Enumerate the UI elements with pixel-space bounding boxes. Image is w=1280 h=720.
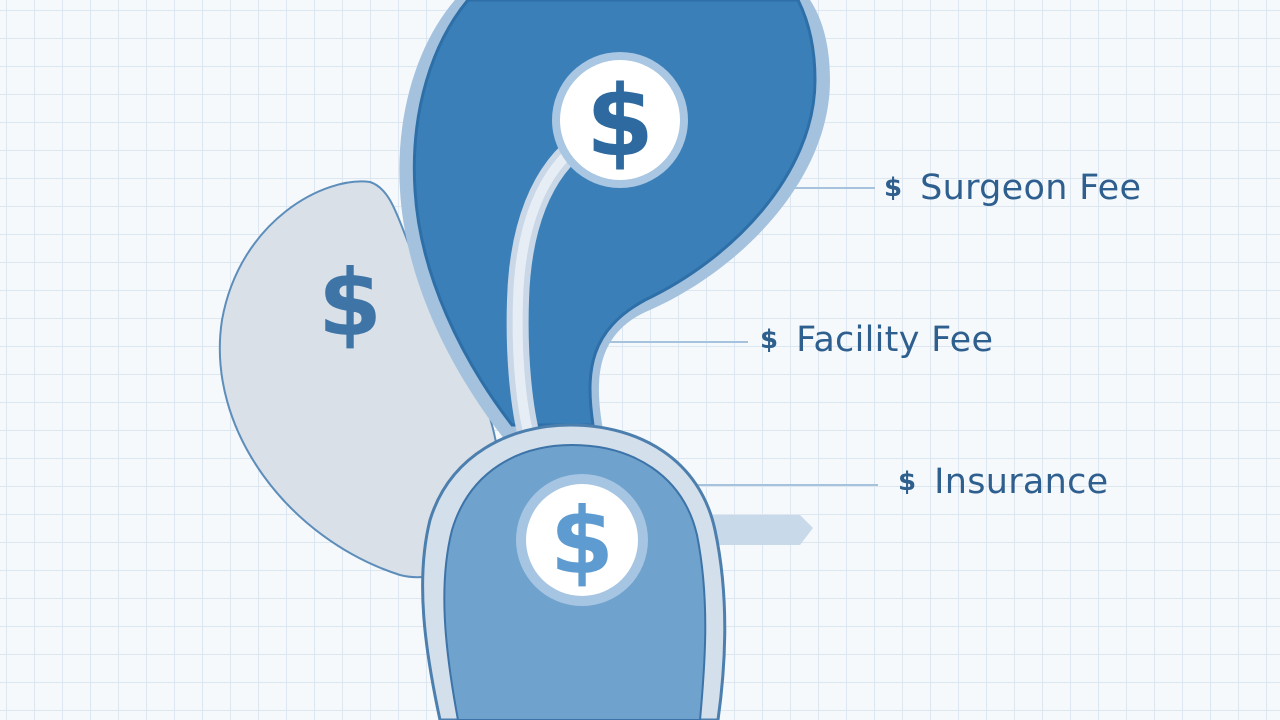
facility-fee-label: $ Facility Fee [760, 320, 993, 360]
facility-fee-text: Facility Fee [796, 320, 994, 360]
surgeon-fee-label: $ Surgeon Fee [884, 168, 1141, 208]
surgeon-fee-text: Surgeon Fee [920, 168, 1142, 208]
dollar-sign-icon: $ [760, 325, 779, 355]
dollar-sign-icon: $ [318, 250, 382, 357]
surgeon-blob: $ [399, 0, 830, 451]
dollar-coin-icon: $ [586, 65, 654, 179]
insurance-blob: $ [421, 423, 727, 720]
insurance-text: Insurance [934, 462, 1109, 502]
dollar-sign-icon: $ [898, 467, 917, 497]
dollar-sign-icon: $ [884, 173, 903, 203]
dollar-coin-icon: $ [550, 488, 614, 595]
insurance-label: $ Insurance [898, 462, 1109, 502]
